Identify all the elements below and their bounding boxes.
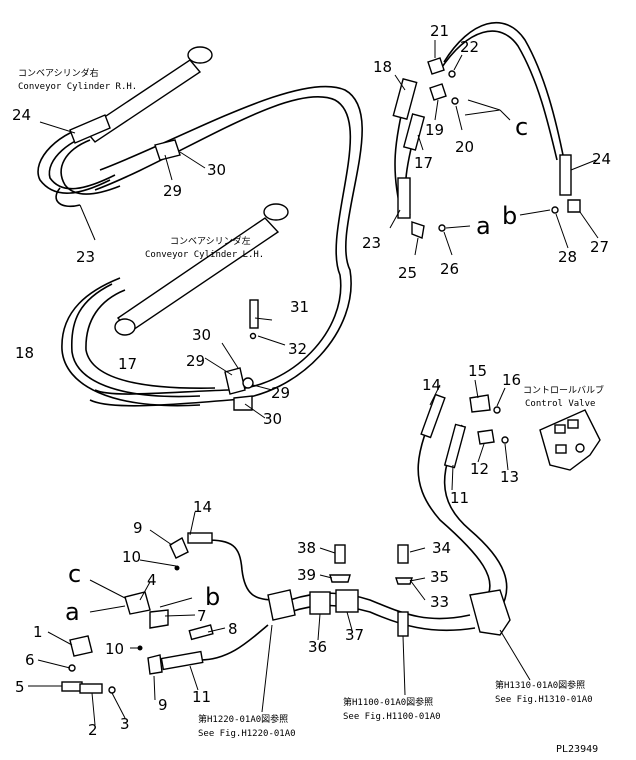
callout: 14 bbox=[193, 498, 212, 516]
callout: 17 bbox=[414, 154, 433, 172]
callout: 27 bbox=[590, 238, 609, 256]
callout: 4 bbox=[147, 571, 157, 589]
connector-letters: c a b c a b bbox=[65, 113, 528, 626]
callout: 20 bbox=[455, 138, 474, 156]
callout: 24 bbox=[12, 106, 31, 124]
connector-a-lower: a bbox=[65, 598, 80, 626]
callout: 2 bbox=[88, 721, 98, 739]
leader-lines bbox=[28, 40, 599, 726]
callout: 36 bbox=[308, 638, 327, 656]
callout: 28 bbox=[558, 248, 577, 266]
callout: 13 bbox=[500, 468, 519, 486]
callout: 17 bbox=[118, 355, 137, 373]
callout: 9 bbox=[158, 696, 168, 714]
callout: 35 bbox=[430, 568, 449, 586]
callout: 11 bbox=[192, 688, 211, 706]
connector-b-upper: b bbox=[502, 202, 517, 230]
callout: 15 bbox=[468, 362, 487, 380]
caption-rh-jp: コンベアシリンダ右 bbox=[18, 67, 99, 79]
callout: 23 bbox=[76, 248, 95, 266]
callout: 7 bbox=[197, 607, 207, 625]
callout: 5 bbox=[15, 678, 25, 696]
caption-ref-1100-jp: 第H1100-01A0図参照 bbox=[343, 696, 433, 708]
callout: 19 bbox=[425, 121, 444, 139]
callout: 21 bbox=[430, 22, 449, 40]
callout: 30 bbox=[263, 410, 282, 428]
cylinder-rh bbox=[69, 46, 213, 144]
callout: 1 bbox=[33, 623, 43, 641]
callout: 10 bbox=[122, 548, 141, 566]
callout: 18 bbox=[15, 344, 34, 362]
callout: 34 bbox=[432, 539, 451, 557]
connector-b-lower: b bbox=[205, 583, 220, 611]
callout: 10 bbox=[105, 640, 124, 658]
caption-ref-1310-en: See Fig.H1310-01A0 bbox=[495, 695, 593, 705]
callout: 6 bbox=[25, 651, 35, 669]
callout: 16 bbox=[502, 371, 521, 389]
control-valve bbox=[539, 409, 601, 471]
caption-ref-1220-jp: 第H1220-01A0図参照 bbox=[198, 713, 288, 725]
callout: 29 bbox=[186, 352, 205, 370]
callout: 30 bbox=[192, 326, 211, 344]
callout: 33 bbox=[430, 593, 449, 611]
callout: 9 bbox=[133, 519, 143, 537]
fittings bbox=[61, 57, 581, 694]
callout: 26 bbox=[440, 260, 459, 278]
caption-valve-en: Control Valve bbox=[525, 399, 595, 409]
caption-ref-1100-en: See Fig.H1100-01A0 bbox=[343, 712, 441, 722]
callout-numbers: 1 2 3 4 5 6 7 8 9 9 10 10 11 11 12 13 14… bbox=[12, 22, 611, 739]
connector-a-upper: a bbox=[476, 212, 491, 240]
drawing-code: PL23949 bbox=[556, 744, 598, 755]
callout: 18 bbox=[373, 58, 392, 76]
callout: 29 bbox=[163, 182, 182, 200]
captions: コンベアシリンダ右 Conveyor Cylinder R.H. コンベアシリン… bbox=[18, 67, 604, 755]
callout: 3 bbox=[120, 715, 130, 733]
callout: 37 bbox=[345, 626, 364, 644]
callout: 23 bbox=[362, 234, 381, 252]
callout: 22 bbox=[460, 38, 479, 56]
callout: 14 bbox=[422, 376, 441, 394]
callout: 11 bbox=[450, 489, 469, 507]
callout: 8 bbox=[228, 620, 238, 638]
cylinder-lh bbox=[114, 203, 289, 336]
caption-ref-1310-jp: 第H1310-01A0図参照 bbox=[495, 679, 585, 691]
callout: 30 bbox=[207, 161, 226, 179]
caption-lh-jp: コンベアシリンダ左 bbox=[170, 235, 251, 247]
caption-rh-en: Conveyor Cylinder R.H. bbox=[18, 82, 137, 92]
callout: 12 bbox=[470, 460, 489, 478]
connector-c-lower: c bbox=[68, 560, 81, 588]
callout: 39 bbox=[297, 566, 316, 584]
callout: 38 bbox=[297, 539, 316, 557]
connector-c-upper: c bbox=[515, 113, 528, 141]
callout: 24 bbox=[592, 150, 611, 168]
caption-valve-jp: コントロールバルブ bbox=[523, 384, 604, 396]
caption-ref-1220-en: See Fig.H1220-01A0 bbox=[198, 729, 296, 739]
callout: 31 bbox=[290, 298, 309, 316]
callout: 25 bbox=[398, 264, 417, 282]
callout: 32 bbox=[288, 340, 307, 358]
caption-lh-en: Conveyor Cylinder L.H. bbox=[145, 250, 264, 260]
callout: 29 bbox=[271, 384, 290, 402]
